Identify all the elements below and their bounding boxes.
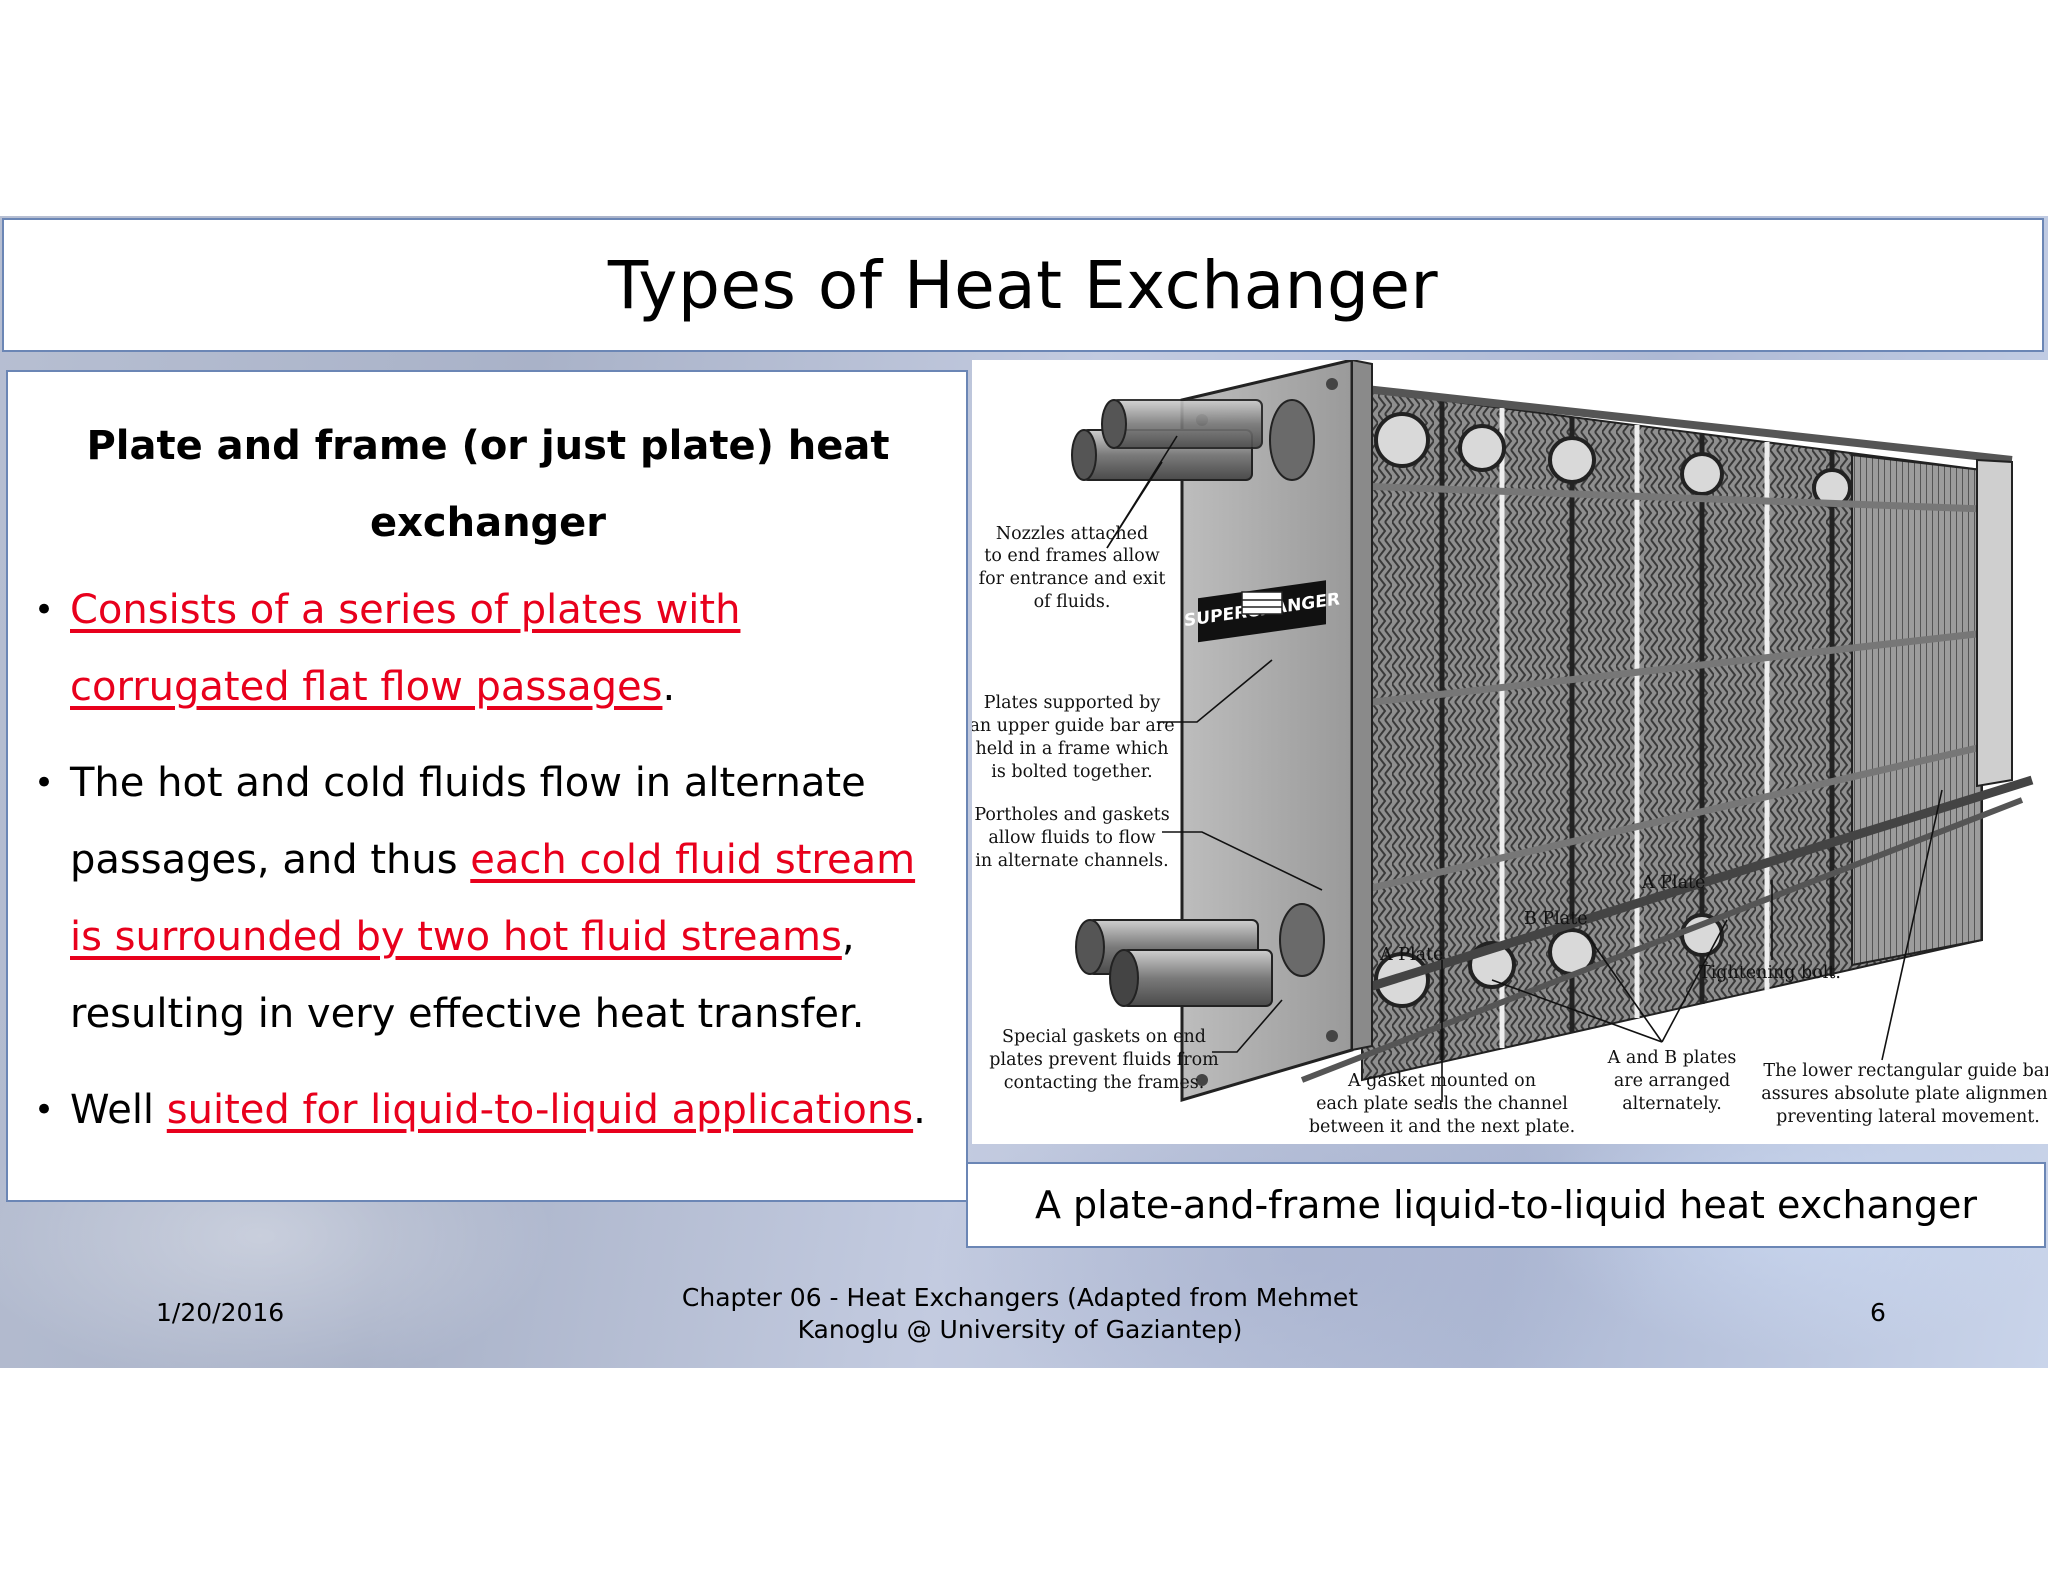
title-box: Types of Heat Exchanger [2,218,2044,352]
bullet-text: Well [70,1087,167,1133]
bullet-text: The hot and cold fluids flow in alternat… [70,760,866,883]
footer-chapter: Chapter 06 - Heat Exchangers (Adapted fr… [640,1282,1400,1346]
plate-pack [1361,388,1983,1082]
label-b-plate: B Plate [1524,909,1588,929]
emphasized-text: Consists of a series of plates with corr… [70,587,741,710]
bullet-list: • Consists of a series of plates with cor… [30,572,946,1149]
bullet-item: • The hot and cold fluids flow in alterna… [30,745,946,1053]
footer-page-number: 6 [1870,1298,1886,1327]
bullet-text: . [662,664,676,710]
emphasized-text: each cold fluid stream is surrounded by … [70,837,916,960]
footer-chapter-line-2: Kanoglu @ University of Gaziantep) [797,1315,1243,1344]
flag-icon [1241,591,1283,615]
bullet-dot: • [34,1090,55,1130]
bullet-dot: • [34,590,55,630]
heat-exchanger-illustration: SUPERCHANGER [972,360,2048,1144]
subheading: Plate and frame (or just plate) heat exc… [86,423,890,546]
content-text-box: Plate and frame (or just plate) heat exc… [6,370,968,1202]
label-tightening-bolt: Tightening bolt. [1699,963,1841,983]
nozzles [1071,399,1325,1007]
emphasized-text: suited for liquid-to-liquid applications [166,1087,914,1133]
bullet-text: . [913,1087,926,1133]
bullet-item: • Well suited for liquid-to-liquid applic… [30,1072,946,1149]
slide: Types of Heat Exchanger Plate and frame … [0,216,2048,1368]
slide-title: Types of Heat Exchanger [607,246,1439,324]
footer-date: 1/20/2016 [156,1298,285,1327]
label-a-plate-right: A Plate [1641,873,1705,893]
footer-chapter-line-1: Chapter 06 - Heat Exchangers (Adapted fr… [681,1283,1359,1312]
leader-lines [1106,435,1943,1102]
bullet-text: , resulting in very effective heat trans… [70,914,865,1037]
bullet-item: • Consists of a series of plates with cor… [30,572,946,726]
label-a-plate-left: A Plate [1379,945,1443,965]
figure-caption: A plate-and-frame liquid-to-liquid heat … [966,1162,2046,1248]
bullet-dot: • [34,763,55,803]
